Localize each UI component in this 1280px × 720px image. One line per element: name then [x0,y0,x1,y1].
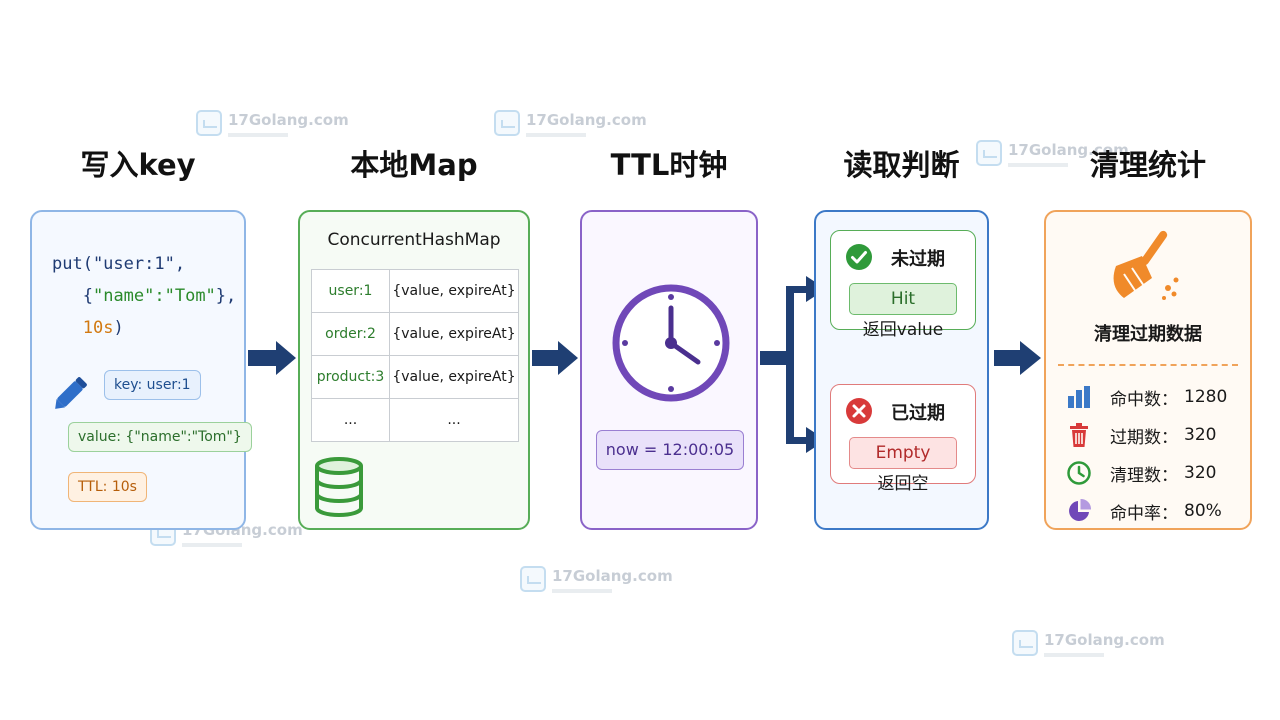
stat-label: 清理数： [1110,465,1178,486]
watermark-logo-icon [1012,630,1038,656]
pencil-icon [55,377,87,409]
table-row: order:2 {value, expireAt} [311,312,519,356]
hit-badge: Hit [849,283,957,315]
stage-title-map: 本地Map [350,148,478,182]
empty-badge: Empty [849,437,957,469]
local-map-panel: ConcurrentHashMap user:1 {value, expireA… [298,210,530,530]
return-value-text: 返回value [862,320,944,340]
code-string: "name":"Tom" [92,286,216,306]
watermark: 17Golang.com [520,566,673,593]
map-value: {value, expireAt} [389,269,519,313]
arrow-map-to-clock [532,341,578,375]
dashed-divider [1058,364,1238,366]
arrow-write-to-map [248,341,296,375]
table-row: user:1 {value, expireAt} [311,269,519,313]
cross-circle-icon [846,398,872,424]
clock-icon [612,284,730,402]
put-code: put("user:1", {"name":"Tom"}, 10s) [52,254,237,338]
stat-label: 命中率： [1110,503,1178,524]
watermark-logo-icon [976,140,1002,166]
check-circle-icon [846,244,872,270]
watermark: 17Golang.com [1012,630,1165,657]
map-value: {value, expireAt} [389,312,519,356]
watermark: 17Golang.com [196,110,349,137]
stage-title-stats: 清理统计 [1089,148,1206,182]
map-table: user:1 {value, expireAt} order:2 {value,… [311,269,519,442]
code-ttl-number: 10s [82,318,114,338]
broom-icon [1113,230,1179,300]
stage-title-ttl: TTL时钟 [610,148,728,182]
stat-label: 命中数： [1110,389,1178,410]
code-line-1: put("user:1", [52,254,186,274]
ttl-clock-panel: now = 12:00:05 [580,210,758,530]
stage-title-judge: 读取判断 [843,148,960,182]
watermark: 17Golang.com [976,140,1129,167]
watermark-logo-icon [494,110,520,136]
stat-value: 1280 [1184,387,1228,407]
table-row: ... ... [311,398,519,442]
stat-value: 320 [1184,425,1217,445]
return-empty-text: 返回空 [877,474,929,494]
map-key: order:2 [311,312,390,356]
table-row: product:3 {value, expireAt} [311,355,519,399]
value-tag: value: {"name":"Tom"} [68,422,252,452]
stat-value: 320 [1184,463,1217,483]
map-key: product:3 [311,355,390,399]
watermark: 17Golang.com [494,110,647,137]
arrow-judge-to-stats [994,341,1041,375]
expired-box: 已过期 Empty 返回空 [830,384,976,494]
map-value: ... [389,398,519,442]
ttl-tag: TTL: 10s [68,472,147,502]
map-title: ConcurrentHashMap [327,230,501,250]
pie-chart-icon [1069,498,1092,521]
cleanup-stats-panel: 清理过期数据 命中数： 1280 过期数： 320 清理数： 320 [1044,210,1252,530]
bar-chart-icon [1068,386,1090,408]
stat-value: 80% [1184,501,1222,521]
trash-icon [1070,423,1088,447]
stat-label: 过期数： [1110,427,1178,448]
stat-hit-count: 命中数： 1280 [1066,382,1227,412]
cleanup-title: 清理过期数据 [1094,324,1202,345]
read-judge-panel: 未过期 Hit 返回value 已过期 Empty 返回空 [814,210,989,530]
stat-hit-rate: 命中率： 80% [1066,496,1222,526]
database-icon [315,457,363,518]
stage-title-write: 写入key [80,148,196,182]
watermark-logo-icon [196,110,222,136]
map-key: ... [311,398,390,442]
clock-icon [1067,461,1091,485]
stat-expired-count: 过期数： 320 [1066,420,1216,450]
map-value: {value, expireAt} [389,355,519,399]
write-key-panel: put("user:1", {"name":"Tom"}, 10s) key: … [30,210,252,530]
key-tag: key: user:1 [104,370,201,400]
now-time-badge: now = 12:00:05 [596,430,744,470]
not-expired-label: 未过期 [891,249,945,270]
watermark-logo-icon [520,566,546,592]
expired-label: 已过期 [891,403,945,424]
not-expired-box: 未过期 Hit 返回value [830,230,976,340]
stat-cleaned-count: 清理数： 320 [1066,458,1216,488]
map-key: user:1 [311,269,390,313]
